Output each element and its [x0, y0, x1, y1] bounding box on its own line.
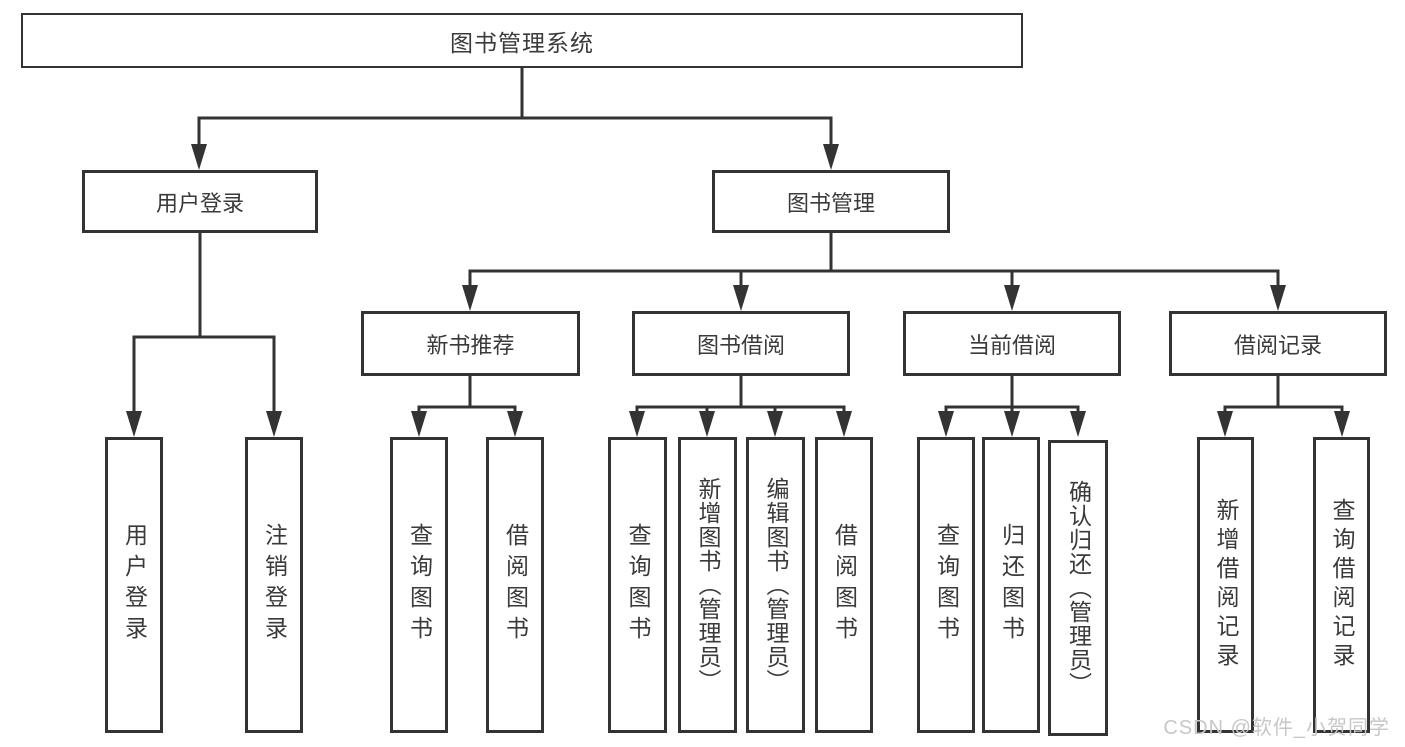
node-root: 图书管理系统 [21, 13, 1023, 68]
arrowhead-icon [1270, 285, 1286, 311]
leaf-cb-confirm-return-admin: 确认归还（管理员） [1048, 440, 1108, 736]
node-book-borrow: 图书借阅 [632, 311, 850, 376]
leaf-nb-borrow-books: 借阅图书 [486, 437, 544, 733]
leaf-cb-return-books: 归还图书 [982, 437, 1040, 733]
connector-book-mgmt-to-level3 [462, 231, 1286, 311]
watermark: CSDN @软件_小贺同学 [1163, 717, 1390, 739]
node-book-mgmt: 图书管理 [712, 170, 950, 233]
leaf-cb-query-books: 查询图书 [917, 437, 975, 733]
arrowhead-icon [411, 411, 427, 437]
arrowhead-icon [507, 411, 523, 437]
arrowhead-icon [191, 144, 207, 170]
arrowhead-icon [823, 144, 839, 170]
arrowhead-icon [1217, 411, 1233, 437]
arrowhead-icon [1334, 411, 1350, 437]
connector-user-login-to-leaves [126, 231, 282, 437]
connector-current-borrow-to-leaves [938, 374, 1086, 437]
connector-borrow-record-to-leaves [1217, 374, 1350, 437]
connector-book-borrow-to-leaves [629, 374, 852, 437]
arrowhead-icon [462, 285, 478, 311]
arrowhead-icon [836, 411, 852, 437]
connector-root-to-level2 [191, 66, 839, 170]
arrowhead-icon [699, 411, 715, 437]
connector-new-book-to-leaves [411, 374, 523, 437]
leaf-bb-edit-books-admin: 编辑图书（管理员） [746, 437, 805, 733]
arrowhead-icon [1070, 411, 1086, 437]
node-current-borrow: 当前借阅 [903, 311, 1121, 376]
arrowhead-icon [767, 411, 783, 437]
arrowhead-icon [126, 411, 142, 437]
leaf-logout: 注销登录 [245, 437, 303, 733]
leaf-user-login: 用户登录 [105, 437, 163, 733]
node-borrow-record: 借阅记录 [1169, 311, 1387, 376]
node-user-login: 用户登录 [82, 170, 318, 233]
leaf-bb-add-books-admin: 新增图书（管理员） [678, 437, 737, 733]
arrowhead-icon [733, 285, 749, 311]
leaf-br-query-record: 查询借阅记录 [1313, 437, 1370, 733]
arrowhead-icon [1004, 411, 1020, 437]
leaf-br-add-record: 新增借阅记录 [1197, 437, 1254, 733]
arrowhead-icon [266, 411, 282, 437]
leaf-bb-query-books: 查询图书 [608, 437, 667, 733]
leaf-nb-query-books: 查询图书 [390, 437, 448, 733]
node-new-book-rec: 新书推荐 [361, 311, 580, 376]
leaf-bb-borrow-books: 借阅图书 [815, 437, 873, 733]
arrowhead-icon [1004, 285, 1020, 311]
arrowhead-icon [629, 411, 645, 437]
arrowhead-icon [938, 411, 954, 437]
